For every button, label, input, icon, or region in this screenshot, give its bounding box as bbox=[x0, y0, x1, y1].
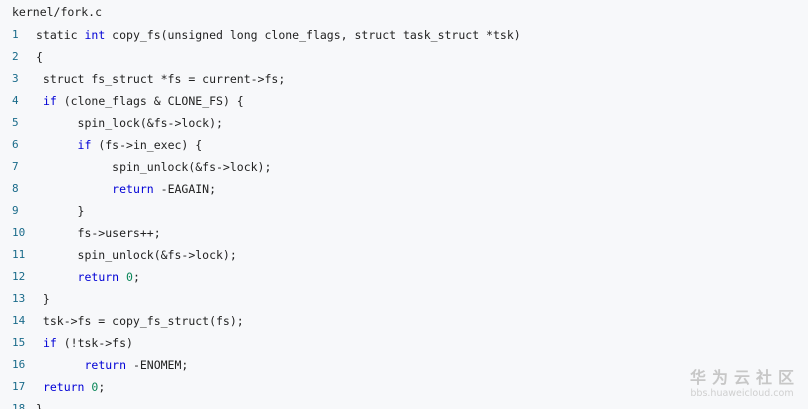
code-text: tsk->fs = copy_fs_struct(fs); bbox=[36, 310, 244, 332]
code-text: spin_lock(&fs->lock); bbox=[36, 112, 223, 134]
line-number: 2 bbox=[12, 50, 19, 63]
code-token: (clone_flags & CLONE_FS) { bbox=[56, 94, 244, 108]
code-text: return 0; bbox=[36, 376, 105, 398]
line-number: 5 bbox=[12, 116, 19, 129]
code-text: spin_unlock(&fs->lock); bbox=[36, 244, 237, 266]
code-token: } bbox=[36, 292, 50, 306]
code-token: spin_unlock(&fs->lock); bbox=[36, 248, 237, 262]
code-line: 8 return -EAGAIN; bbox=[0, 178, 808, 200]
line-number: 10 bbox=[12, 226, 26, 239]
code-text: if (!tsk->fs) bbox=[36, 332, 133, 354]
code-line: 7 spin_unlock(&fs->lock); bbox=[0, 156, 808, 178]
line-number: 15 bbox=[12, 336, 26, 349]
code-line: 17 return 0; bbox=[0, 376, 808, 398]
line-number: 18 bbox=[12, 402, 26, 409]
line-number: 6 bbox=[12, 138, 19, 151]
code-token: (fs->in_exec) { bbox=[91, 138, 203, 152]
code-text: } bbox=[36, 200, 85, 222]
line-number: 13 bbox=[12, 292, 26, 305]
code-token: } bbox=[36, 402, 43, 409]
keyword-token: return bbox=[84, 358, 127, 372]
keyword-token: return bbox=[112, 182, 154, 196]
code-text: } bbox=[36, 288, 50, 310]
code-token: spin_unlock(&fs->lock); bbox=[36, 160, 272, 174]
code-token: { bbox=[36, 50, 43, 64]
code-token: ; bbox=[98, 380, 106, 394]
code-text: spin_unlock(&fs->lock); bbox=[36, 156, 271, 178]
line-number: 3 bbox=[12, 72, 19, 85]
code-text: return -EAGAIN; bbox=[36, 178, 216, 200]
line-number: 4 bbox=[12, 94, 19, 107]
code-token bbox=[36, 138, 78, 152]
line-number: 8 bbox=[12, 182, 19, 195]
code-line: 14 tsk->fs = copy_fs_struct(fs); bbox=[0, 310, 808, 332]
code-line: 13 } bbox=[0, 288, 808, 310]
code-token bbox=[36, 380, 43, 394]
code-text: return 0; bbox=[36, 266, 140, 288]
code-filename: kernel/fork.c bbox=[12, 5, 103, 19]
code-token bbox=[36, 94, 43, 108]
number-token: 0 bbox=[126, 270, 133, 284]
code-token: copy_fs(unsigned long clone_flags, struc… bbox=[105, 28, 521, 42]
number-token: 0 bbox=[91, 380, 99, 394]
keyword-token: int bbox=[84, 28, 106, 42]
code-text: } bbox=[36, 398, 43, 409]
code-line: 18} bbox=[0, 398, 808, 409]
watermark-url: bbs.huaweicloud.com bbox=[690, 388, 794, 399]
code-line: 2{ bbox=[0, 46, 808, 68]
code-token bbox=[36, 358, 84, 372]
code-line: 6 if (fs->in_exec) { bbox=[0, 134, 808, 156]
code-token: (!tsk->fs) bbox=[56, 336, 133, 350]
code-text: if (fs->in_exec) { bbox=[36, 134, 203, 156]
code-token: -EAGAIN; bbox=[153, 182, 217, 196]
code-token: fs->users++; bbox=[36, 226, 161, 240]
line-number: 7 bbox=[12, 160, 19, 173]
code-line: 1 static int copy_fs(unsigned long clone_… bbox=[0, 24, 808, 46]
keyword-token: if bbox=[42, 336, 57, 350]
code-token: ; bbox=[132, 270, 140, 284]
code-text: fs->users++; bbox=[36, 222, 161, 244]
code-line: 12 return 0; bbox=[0, 266, 808, 288]
code-text: static int copy_fs(unsigned long clone_f… bbox=[36, 24, 521, 46]
code-line: 10 fs->users++; bbox=[0, 222, 808, 244]
code-token: spin_lock(&fs->lock); bbox=[36, 116, 223, 130]
code-token bbox=[119, 270, 126, 284]
line-number: 11 bbox=[12, 248, 26, 261]
code-line: 15 if (!tsk->fs) bbox=[0, 332, 808, 354]
code-token bbox=[36, 336, 43, 350]
line-number: 12 bbox=[12, 270, 26, 283]
code-token: -ENOMEM; bbox=[126, 358, 189, 372]
line-number: 14 bbox=[12, 314, 26, 327]
line-number: 9 bbox=[12, 204, 19, 217]
code-line: 3 struct fs_struct *fs = current->fs; bbox=[0, 68, 808, 90]
keyword-token: return bbox=[42, 380, 85, 394]
code-lines: 1 static int copy_fs(unsigned long clone_… bbox=[0, 24, 808, 409]
code-token bbox=[36, 182, 112, 196]
code-token: struct fs_struct *fs = current->fs; bbox=[36, 72, 286, 86]
line-number: 1 bbox=[12, 28, 19, 41]
keyword-token: if bbox=[42, 94, 57, 108]
code-line: 5 spin_lock(&fs->lock); bbox=[0, 112, 808, 134]
line-number: 17 bbox=[12, 380, 26, 393]
line-number: 16 bbox=[12, 358, 26, 371]
code-text: return -ENOMEM; bbox=[36, 354, 188, 376]
code-text: { bbox=[36, 46, 43, 68]
code-line: 16 return -ENOMEM; bbox=[0, 354, 808, 376]
code-token: tsk->fs = copy_fs_struct(fs); bbox=[36, 314, 244, 328]
code-line: 4 if (clone_flags & CLONE_FS) { bbox=[0, 90, 808, 112]
code-line: 9 } bbox=[0, 200, 808, 222]
code-line: 11 spin_unlock(&fs->lock); bbox=[0, 244, 808, 266]
keyword-token: return bbox=[77, 270, 120, 284]
keyword-token: if bbox=[77, 138, 92, 152]
code-text: struct fs_struct *fs = current->fs; bbox=[36, 68, 285, 90]
code-token: static bbox=[36, 28, 85, 42]
code-token bbox=[36, 270, 78, 284]
watermark-logo: 华为云社区 bbs.huaweicloud.com bbox=[684, 368, 800, 399]
code-token: } bbox=[36, 204, 85, 218]
watermark-title: 华为云社区 bbox=[689, 368, 800, 387]
code-text: if (clone_flags & CLONE_FS) { bbox=[36, 90, 244, 112]
